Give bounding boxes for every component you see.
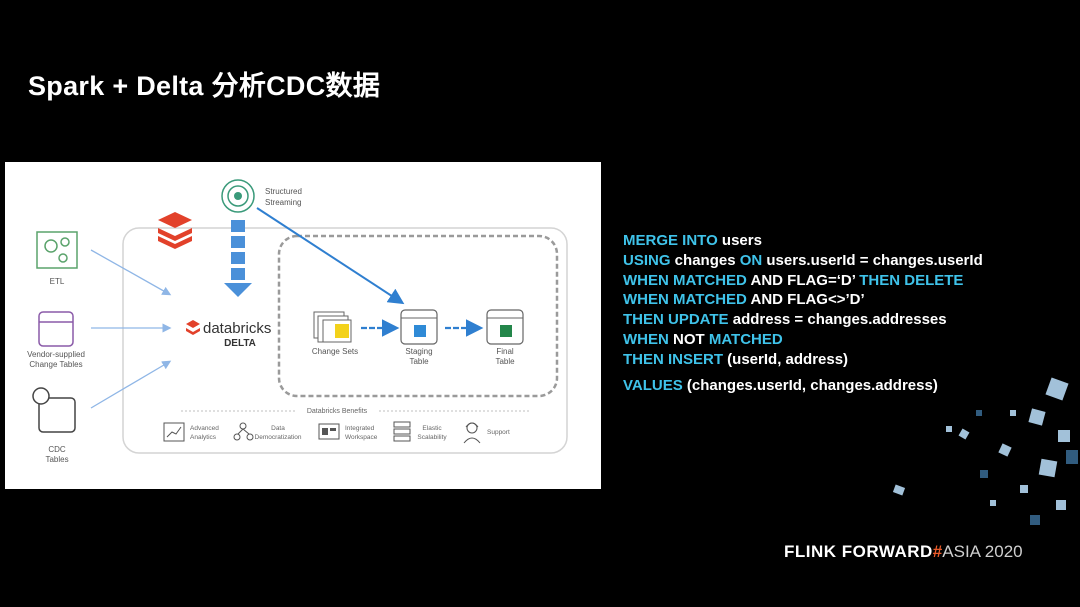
sql-text: changes (670, 251, 740, 269)
slide-title: Spark + Delta 分析CDC数据 (28, 71, 381, 101)
network-icon (233, 422, 254, 441)
sql-text: (userId, address) (723, 350, 849, 368)
sql-text: (changes.userId, changes.address) (682, 376, 938, 394)
databricks-container (122, 227, 568, 454)
workspace-icon (318, 423, 340, 440)
servers-icon (393, 421, 411, 442)
source-cdc-label-1: CDC (48, 445, 66, 454)
staging-table-label-1: Staging (405, 347, 432, 356)
staging-table-icon (400, 309, 438, 345)
sql-keyword: MATCHED (708, 330, 783, 348)
support-icon (463, 422, 481, 444)
diagram-canvas: Structured Streaming ETL (27, 179, 568, 464)
source-vendor-label-2: Change Tables (29, 360, 82, 369)
change-sets-label: Change Sets (312, 347, 358, 356)
structured-streaming-label-2: Streaming (265, 198, 301, 207)
stream-to-staging-arrow (256, 207, 405, 305)
change-sets-icon (313, 311, 352, 343)
chart-icon (163, 422, 185, 442)
code-line: USING changes ON users.userId = changes.… (623, 251, 983, 271)
sql-keyword: WHEN MATCHED (623, 291, 747, 309)
structured-streaming-icon (221, 179, 255, 213)
source-vendor-icon (38, 311, 74, 347)
delta-product: DELTA (224, 338, 256, 349)
benefit-data-label-2: Democratization (255, 434, 302, 441)
merge-sql-code: MERGE INTO users USING changes ON users.… (623, 231, 983, 395)
benefit-elastic-label-2: Scalability (417, 434, 447, 441)
sql-keyword: THEN DELETE (859, 271, 964, 289)
sql-text: AND FLAG=‘D’ (746, 271, 860, 289)
benefit-workspace-label-1: Integrated (345, 425, 375, 432)
code-line: MERGE INTO users (623, 231, 983, 251)
sql-keyword: USING (623, 251, 671, 269)
benefit-analytics-label-1: Advanced (190, 425, 219, 432)
sql-text: users (717, 232, 762, 249)
benefit-elastic-label-1: Elastic (422, 425, 442, 432)
benefit-data-label-1: Data (271, 425, 285, 432)
etl-arrow (90, 249, 172, 296)
code-line: THEN UPDATE address = changes.addresses (623, 310, 983, 330)
sql-keyword: WHEN (623, 330, 669, 348)
final-table-icon (486, 309, 524, 345)
sql-text: address = changes.addresses (728, 311, 947, 329)
source-cdc-icon (32, 387, 76, 433)
benefits-title: Databricks Benefits (307, 408, 368, 415)
source-cdc-label-2: Tables (45, 455, 68, 464)
source-vendor-label-1: Vendor-supplied (27, 350, 85, 359)
footer-hash: # (932, 542, 943, 561)
sql-keyword: THEN INSERT (623, 350, 724, 368)
flink-forward-asia-logo: FLINK FORWARD#ASIA 2020 (784, 542, 1023, 562)
source-etl-icon (36, 231, 78, 269)
sql-text: NOT (668, 330, 709, 348)
footer-brand: FLINK FORWARD (784, 542, 933, 561)
code-line: WHEN NOT MATCHED (623, 330, 983, 350)
sql-keyword: ON (739, 251, 763, 269)
source-etl-label: ETL (50, 277, 65, 286)
staging-table-label-2: Table (409, 357, 429, 366)
databricks-brand: databricks (203, 320, 271, 337)
footer-event: ASIA 2020 (942, 542, 1023, 561)
databricks-logo-icon (186, 320, 200, 335)
benefit-support-label: Support (487, 429, 510, 436)
sql-keyword: VALUES (623, 376, 683, 394)
cdc-architecture-diagram: Structured Streaming ETL (5, 162, 601, 489)
benefit-analytics-label-2: Analytics (190, 434, 217, 441)
stream-blocks (224, 220, 252, 297)
sql-keyword: WHEN MATCHED (623, 271, 747, 289)
sql-text: users.userId = changes.userId (762, 251, 983, 269)
decorative-cubes (892, 377, 1078, 525)
final-table-label-2: Table (495, 357, 515, 366)
cdc-arrow (90, 360, 172, 409)
sql-keyword: THEN UPDATE (623, 311, 729, 329)
benefit-workspace-label-2: Workspace (345, 434, 378, 441)
final-table-label-1: Final (496, 347, 514, 356)
sql-text: AND FLAG<>’D’ (746, 291, 865, 309)
code-line: VALUES (changes.userId, changes.address) (623, 376, 983, 396)
structured-streaming-label-1: Structured (265, 187, 302, 196)
code-line: WHEN MATCHED AND FLAG<>’D’ (623, 290, 983, 310)
code-line: THEN INSERT (userId, address) (623, 350, 983, 370)
sql-keyword: MERGE INTO (623, 232, 718, 249)
databricks-stack-icon (158, 212, 192, 249)
code-line: WHEN MATCHED AND FLAG=‘D’ THEN DELETE (623, 271, 983, 291)
delta-region (277, 234, 559, 398)
